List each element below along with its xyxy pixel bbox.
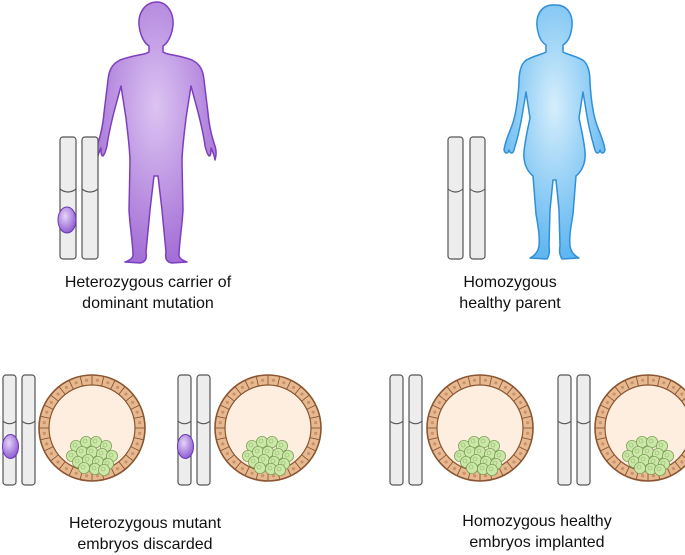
mutation-marker-icon — [177, 434, 194, 459]
caption-line: Heterozygous mutant — [68, 515, 222, 532]
caption-line: Heterozygous carrier of — [64, 274, 232, 291]
mutation-marker-icon — [57, 206, 77, 234]
male-figure-icon — [95, 1, 217, 264]
mutation-marker-icon — [2, 434, 19, 459]
chromosome-pair-icon — [447, 136, 486, 260]
chromosome-pair-icon — [2, 374, 36, 486]
chromosome-pair-icon — [177, 374, 211, 486]
embryo-icon — [214, 374, 322, 482]
caption-line: embryos discarded — [77, 536, 213, 553]
embryo-icon — [426, 374, 534, 482]
caption-line: healthy parent — [459, 295, 561, 312]
chromosome-pair-icon — [389, 374, 423, 486]
caption-mutant-embryos: Heterozygous mutant embryos discarded — [20, 513, 270, 555]
caption-line: Homozygous healthy — [462, 513, 612, 530]
embryo-icon — [38, 374, 146, 482]
caption-healthy-embryos: Homozygous healthy embryos implanted — [412, 511, 662, 553]
caption-line: dominant mutation — [82, 295, 214, 312]
chromosome-pair-icon — [557, 374, 591, 486]
chromosome-pair-icon — [57, 136, 99, 260]
caption-healthy-parent: Homozygous healthy parent — [420, 272, 600, 314]
caption-carrier: Heterozygous carrier of dominant mutatio… — [18, 272, 278, 314]
embryo-icon — [594, 374, 685, 482]
female-figure-icon — [503, 4, 606, 260]
caption-line: Homozygous — [463, 274, 557, 291]
caption-line: embryos implanted — [469, 534, 605, 551]
